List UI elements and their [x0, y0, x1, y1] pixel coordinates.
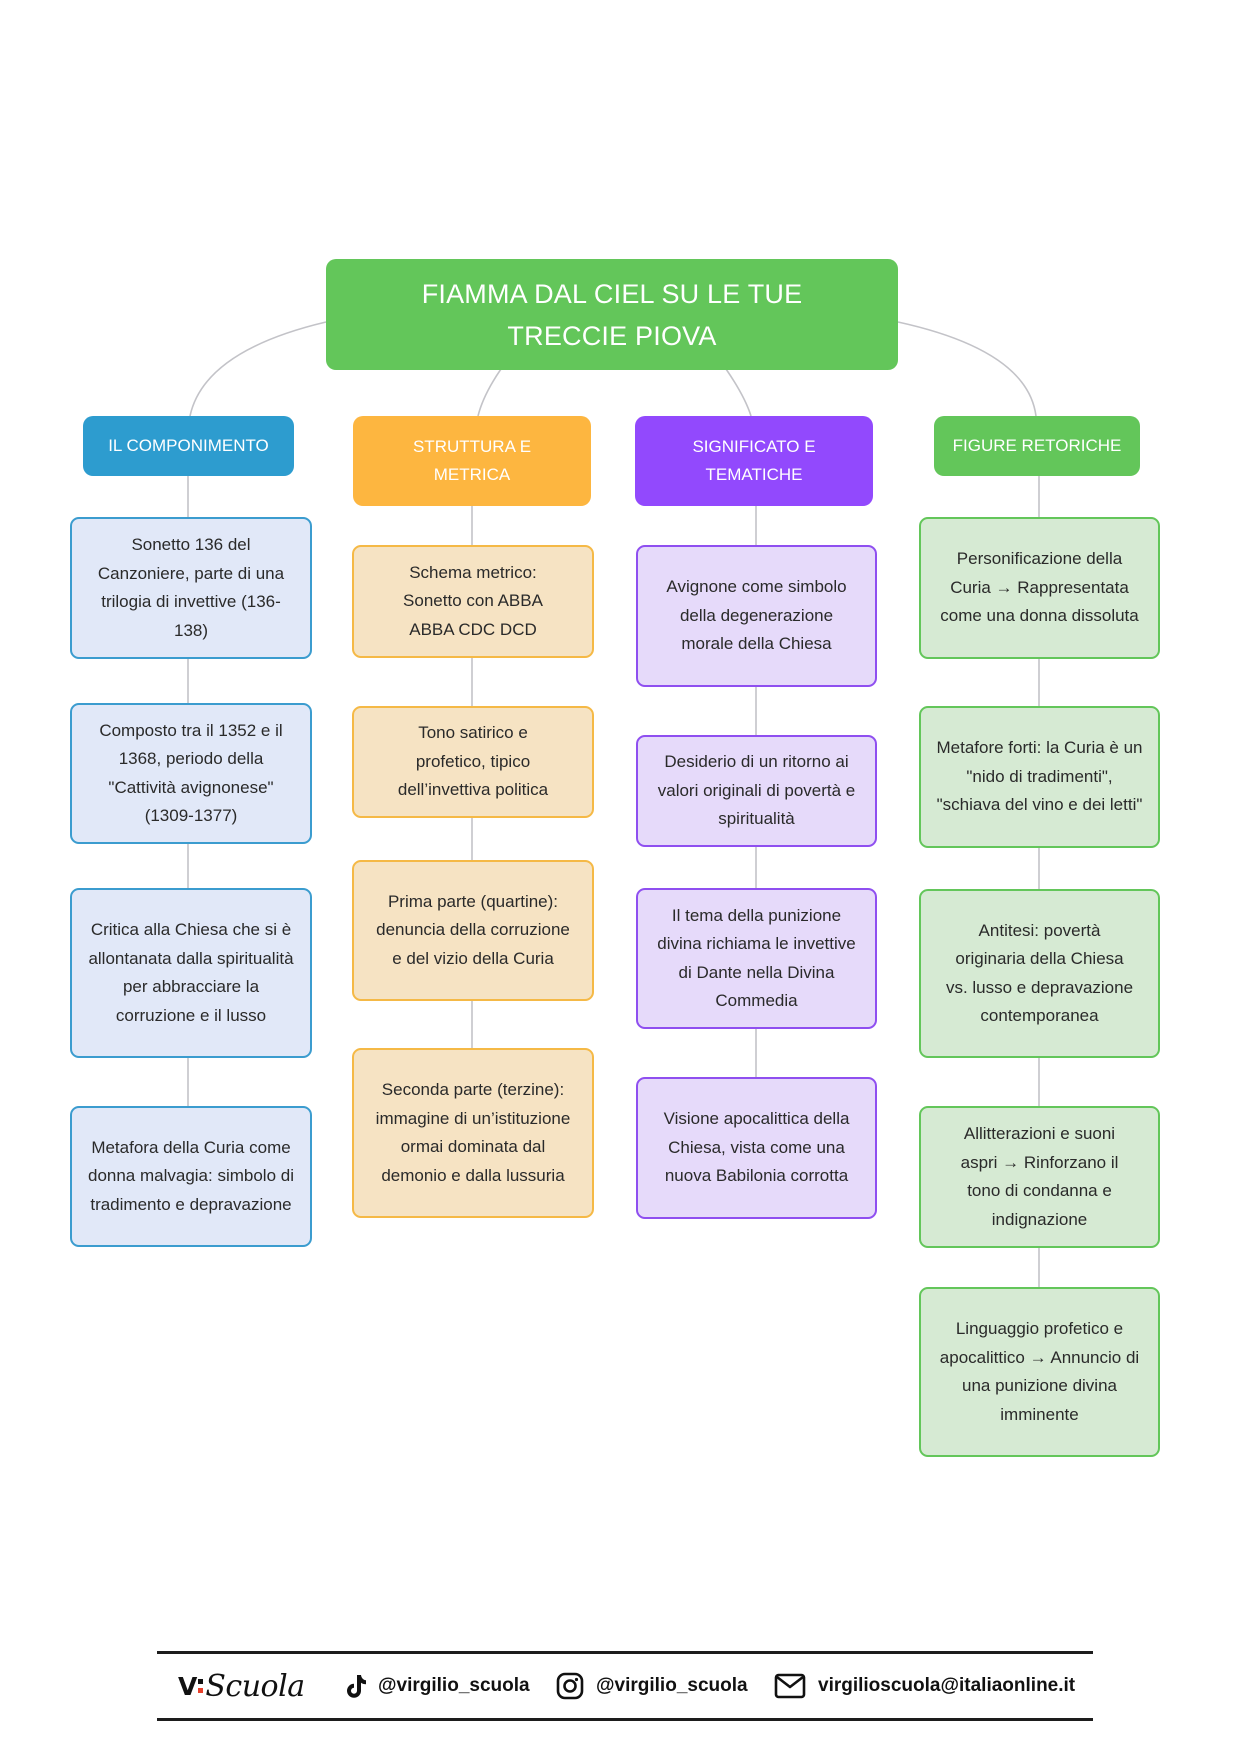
- topic-text: Critica alla Chiesa che si è allontanata…: [88, 920, 294, 1025]
- topic-text: Visione apocalittica della Chiesa, vista…: [663, 1109, 850, 1186]
- topic-text: Personificazione della Curia → Rappresen…: [940, 549, 1139, 626]
- central-topic[interactable]: FIAMMA DAL CIEL SU LE TUE TRECCIE PIOVA: [326, 259, 898, 370]
- branch-significato[interactable]: SIGNIFICATO E TEMATICHE: [635, 416, 873, 506]
- topic-text: Antitesi: povertà originaria della Chies…: [945, 920, 1134, 1026]
- topic-text: Allitterazioni e suoni aspri → Rinforzan…: [960, 1124, 1119, 1229]
- tiktok-link[interactable]: @virgilio_scuola: [344, 1666, 530, 1706]
- topic-text: Linguaggio profetico e apocalittico → An…: [939, 1319, 1140, 1424]
- logo-script-text: Scuola: [205, 1668, 305, 1704]
- central-topic-text: FIAMMA DAL CIEL SU LE TUE TRECCIE PIOVA: [421, 278, 803, 351]
- topic-card[interactable]: Seconda parte (terzine): immagine di un’…: [352, 1048, 594, 1218]
- virgilio-scuola-logo[interactable]: V Scuola: [178, 1664, 305, 1708]
- topic-card[interactable]: Prima parte (quartine): denuncia della c…: [352, 860, 594, 1001]
- topic-card[interactable]: Schema metrico: Sonetto con ABBA ABBA CD…: [352, 545, 594, 658]
- mail-icon: [774, 1673, 806, 1699]
- connector-title-componimento: [189, 321, 327, 417]
- logo-letter: V: [178, 1671, 198, 1701]
- connector-title-significato: [725, 368, 752, 417]
- instagram-link[interactable]: @virgilio_scuola: [556, 1666, 748, 1706]
- topic-card[interactable]: Avignone come simbolo della degenerazion…: [636, 545, 877, 687]
- branch-label: IL COMPONIMENTO: [108, 436, 269, 455]
- topic-text: Sonetto 136 del Canzoniere, parte di una…: [97, 535, 285, 640]
- topic-card[interactable]: Linguaggio profetico e apocalittico → An…: [919, 1287, 1160, 1457]
- connector-title-figure: [897, 321, 1037, 417]
- topic-card[interactable]: Allitterazioni e suoni aspri → Rinforzan…: [919, 1106, 1160, 1248]
- topic-text: Desiderio di un ritorno ai valori origin…: [657, 752, 856, 829]
- topic-text: Schema metrico: Sonetto con ABBA ABBA CD…: [403, 562, 543, 639]
- footer-divider-bottom: [157, 1718, 1093, 1721]
- topic-text: Seconda parte (terzine): immagine di un’…: [375, 1080, 571, 1185]
- topic-card[interactable]: Personificazione della Curia → Rappresen…: [919, 517, 1160, 659]
- topic-text: Avignone come simbolo della degenerazion…: [666, 577, 847, 654]
- branch-componimento[interactable]: IL COMPONIMENTO: [83, 416, 294, 476]
- topic-card[interactable]: Il tema della punizione divina richiama …: [636, 888, 877, 1029]
- topic-card[interactable]: Sonetto 136 del Canzoniere, parte di una…: [70, 517, 312, 659]
- footer-divider-top: [157, 1651, 1093, 1654]
- email-address: virgilioscuola@italiaonline.it: [818, 1675, 1076, 1696]
- tiktok-handle: @virgilio_scuola: [378, 1675, 530, 1696]
- topic-text: Metafore forti: la Curia è un "nido di t…: [936, 738, 1143, 815]
- branch-label: FIGURE RETORICHE: [952, 436, 1122, 455]
- topic-card[interactable]: Tono satirico e profetico, tipico dell’i…: [352, 706, 594, 818]
- topic-text: Prima parte (quartine): denuncia della c…: [376, 891, 570, 968]
- instagram-handle: @virgilio_scuola: [596, 1675, 748, 1696]
- topic-text: Composto tra il 1352 e il 1368, periodo …: [99, 720, 283, 826]
- email-link[interactable]: virgilioscuola@italiaonline.it: [774, 1666, 1075, 1706]
- topic-card[interactable]: Visione apocalittica della Chiesa, vista…: [636, 1077, 877, 1219]
- branch-figure[interactable]: FIGURE RETORICHE: [934, 416, 1140, 476]
- topic-card[interactable]: Antitesi: povertà originaria della Chies…: [919, 889, 1160, 1058]
- connector-title-struttura: [477, 368, 502, 417]
- tiktok-icon: [344, 1673, 368, 1699]
- branch-struttura[interactable]: STRUTTURA E METRICA: [353, 416, 591, 506]
- branch-label: STRUTTURA E METRICA: [412, 437, 532, 484]
- topic-card[interactable]: Metafore forti: la Curia è un "nido di t…: [919, 706, 1160, 848]
- topic-card[interactable]: Composto tra il 1352 e il 1368, periodo …: [70, 703, 312, 844]
- topic-card[interactable]: Critica alla Chiesa che si è allontanata…: [70, 888, 312, 1058]
- instagram-icon: [556, 1672, 584, 1700]
- topic-text: Metafora della Curia come donna malvagia…: [87, 1137, 294, 1214]
- topic-text: Tono satirico e profetico, tipico dell’i…: [397, 723, 549, 800]
- topic-text: Il tema della punizione divina richiama …: [657, 905, 856, 1011]
- branch-label: SIGNIFICATO E TEMATICHE: [692, 437, 816, 484]
- topic-card[interactable]: Metafora della Curia come donna malvagia…: [70, 1106, 312, 1247]
- logo-colon: [198, 1676, 204, 1696]
- topic-card[interactable]: Desiderio di un ritorno ai valori origin…: [636, 735, 877, 847]
